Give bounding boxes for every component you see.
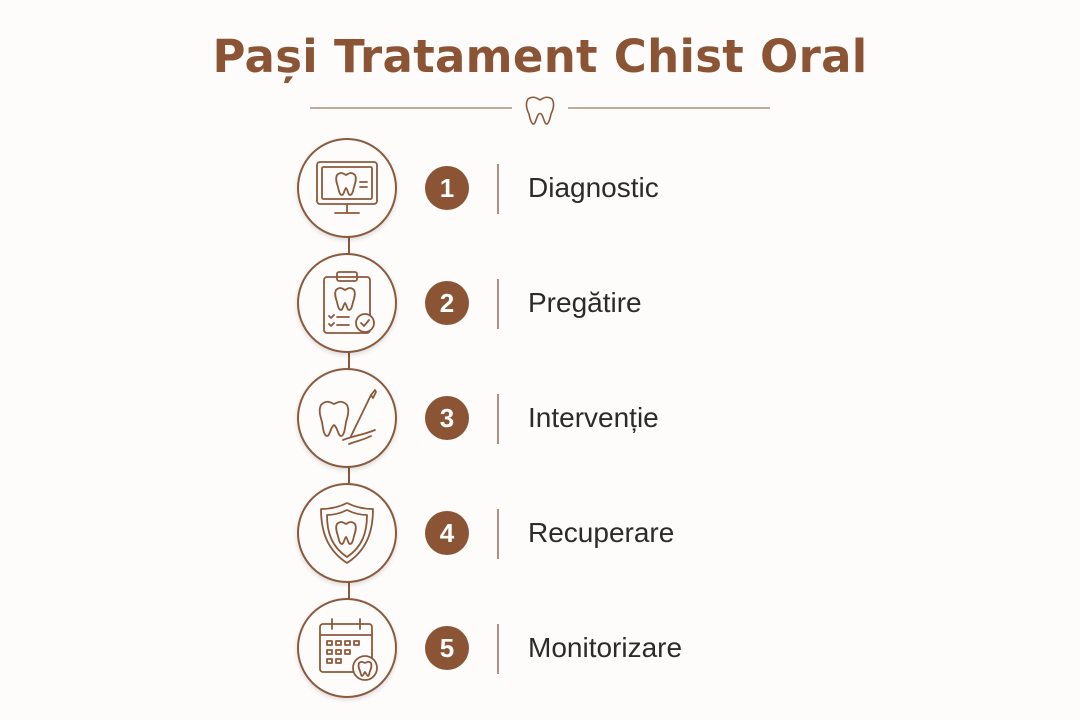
step-number-badge: 5 [425, 626, 469, 670]
step-label: Intervenție [528, 402, 659, 433]
step-5: 5 Monitorizare [0, 598, 1080, 698]
step-icon-circle [297, 253, 397, 353]
tooth-icon [525, 96, 555, 125]
step-label: Recuperare [528, 517, 675, 548]
title-divider [310, 96, 770, 125]
calendar-tooth-icon [319, 618, 378, 681]
page-title: Pași Tratament Chist Oral [212, 30, 868, 83]
clipboard-tooth-icon [323, 271, 375, 334]
step-icon-circle [297, 368, 397, 468]
step-icon-circle [297, 483, 397, 583]
step-number-badge: 2 [425, 281, 469, 325]
step-2: 2 Pregătire [0, 253, 1080, 353]
tooth-scalpel-icon [318, 389, 377, 445]
step-separator [497, 279, 499, 329]
step-separator [497, 624, 499, 674]
step-icon-circle [297, 598, 397, 698]
step-separator [497, 394, 499, 444]
step-number-badge: 4 [425, 511, 469, 555]
step-icon-circle [297, 138, 397, 238]
monitor-tooth-icon [316, 161, 378, 214]
step-label: Pregătire [528, 287, 642, 318]
step-separator [497, 509, 499, 559]
step-label: Monitorizare [528, 632, 683, 663]
step-1: 1 Diagnostic [0, 138, 1080, 238]
step-3: 3 Intervenție [0, 368, 1080, 468]
shield-tooth-icon [320, 502, 374, 564]
step-separator [497, 164, 499, 214]
step-number-badge: 3 [425, 396, 469, 440]
step-number-badge: 1 [425, 166, 469, 210]
step-label: Diagnostic [528, 172, 659, 203]
step-4: 4 Recuperare [0, 483, 1080, 583]
